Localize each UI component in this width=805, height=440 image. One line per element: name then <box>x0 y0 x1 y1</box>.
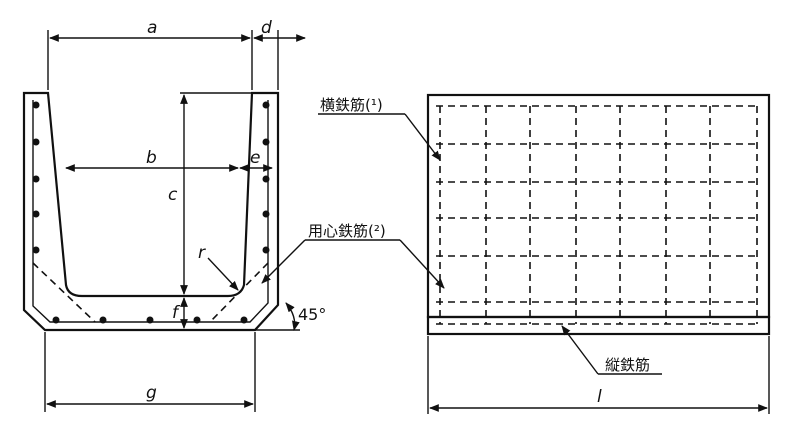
elevation-view: 横鉄筋(¹) 用心鉄筋(²) 縦鉄筋 l <box>261 93 771 414</box>
rebar-dot <box>193 316 201 324</box>
dim-a-label: a <box>147 18 157 38</box>
dim-c-label: c <box>168 185 178 205</box>
rebar-grid <box>436 105 760 325</box>
dim-r-label: r <box>198 243 206 263</box>
label-transverse-rebar: 横鉄筋(¹) <box>320 96 383 114</box>
section-outer-outline <box>22 91 280 332</box>
rebar-dot <box>32 210 40 218</box>
leader-longitudinal <box>561 325 599 375</box>
rebar-dot <box>99 316 107 324</box>
angle-arc <box>285 302 300 331</box>
dim-r-line <box>207 257 239 291</box>
dim-l-label: l <box>597 387 602 407</box>
rebar-dot <box>262 175 270 183</box>
core-rebar-dashed-right <box>209 262 269 323</box>
elevation-base <box>426 315 771 336</box>
rebar-dot <box>262 101 270 109</box>
rebar-dot <box>146 316 154 324</box>
leader-core-left <box>261 239 306 284</box>
cross-section: a d b e c f r g 45° <box>22 18 326 412</box>
label-longitudinal-rebar: 縦鉄筋 <box>605 356 650 374</box>
dim-d-label: d <box>261 18 272 38</box>
rebar-dot <box>262 210 270 218</box>
leader-core-right <box>399 239 445 289</box>
dim-g-label: g <box>146 383 157 403</box>
leader-transverse <box>404 113 441 161</box>
rebar-dot <box>32 175 40 183</box>
rebar-dot <box>32 101 40 109</box>
rebar-dot <box>262 138 270 146</box>
rebar-dot <box>32 138 40 146</box>
angle-label: 45° <box>298 305 326 324</box>
elevation-body <box>426 93 771 319</box>
rebar-dot <box>52 316 60 324</box>
dim-f-label: f <box>172 303 181 323</box>
rebar-dot <box>262 246 270 254</box>
dim-b-label: b <box>146 148 157 168</box>
rebar-dot <box>32 246 40 254</box>
rebar-dot <box>240 316 248 324</box>
dim-e-label: e <box>250 148 260 168</box>
rebar-dots <box>32 101 270 324</box>
label-core-rebar: 用心鉄筋(²) <box>308 222 386 240</box>
core-rebar-dashed-left <box>32 262 96 323</box>
